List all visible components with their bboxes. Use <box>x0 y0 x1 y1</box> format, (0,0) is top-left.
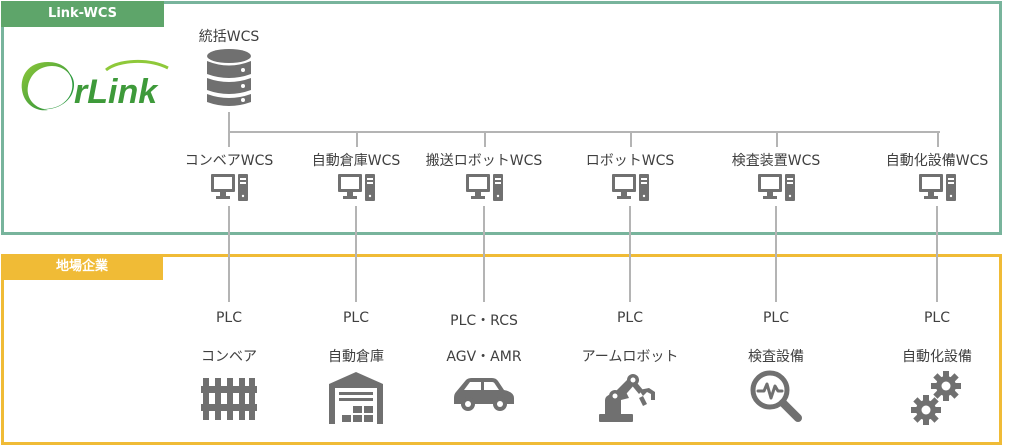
equipment-label: 検査設備 <box>748 349 804 365</box>
local-company-frame <box>1 254 1002 445</box>
central-wcs-label: 統括WCS <box>198 29 260 45</box>
warehouse-icon <box>329 372 383 428</box>
gears-icon <box>910 370 964 430</box>
equipment-label: コンベア <box>201 349 257 365</box>
equipment-label: AGV・AMR <box>446 349 522 365</box>
computer-icon <box>612 174 652 206</box>
car-icon <box>452 376 516 416</box>
local-company-tab-label: 地場企業 <box>1 254 163 280</box>
equipment-label: アームロボット <box>581 349 679 365</box>
computer-icon <box>919 174 959 206</box>
wcs-label: 自動倉庫WCS <box>311 153 401 169</box>
connection-line <box>936 206 938 302</box>
central-trunk-line <box>228 112 230 132</box>
branch-line <box>630 131 632 147</box>
protocol-label: PLC <box>762 310 790 326</box>
wcs-label: ロボットWCS <box>585 153 675 169</box>
wcs-label: 搬送ロボットWCS <box>425 153 543 169</box>
branch-line <box>776 131 778 147</box>
logo-text: rLink <box>74 73 159 111</box>
conveyor-icon <box>201 378 257 424</box>
branch-line <box>937 131 939 147</box>
computer-icon <box>338 174 378 206</box>
bus-line <box>228 131 940 133</box>
database-icon <box>206 48 252 114</box>
computer-icon <box>211 174 251 206</box>
protocol-label: PLC・RCS <box>450 313 518 329</box>
equipment-label: 自動倉庫 <box>328 349 384 365</box>
connection-line <box>483 206 485 302</box>
link-wcs-frame <box>1 1 1002 235</box>
computer-icon <box>758 174 798 206</box>
protocol-label: PLC <box>616 310 644 326</box>
inspection-magnifier-icon <box>748 368 804 428</box>
orlink-logo: rLink <box>18 56 173 116</box>
branch-line <box>228 131 230 147</box>
protocol-label: PLC <box>923 310 951 326</box>
equipment-label: 自動化設備 <box>902 349 972 365</box>
connection-line <box>355 206 357 302</box>
connection-line <box>629 206 631 302</box>
protocol-label: PLC <box>215 310 243 326</box>
connection-line <box>775 206 777 302</box>
wcs-label: 自動化設備WCS <box>885 153 989 169</box>
protocol-label: PLC <box>342 310 370 326</box>
connection-line <box>228 206 230 302</box>
branch-line <box>484 131 486 147</box>
wcs-label: コンベアWCS <box>184 153 274 169</box>
link-wcs-tab-label: Link-WCS <box>1 1 164 27</box>
branch-line <box>356 131 358 147</box>
robot-arm-icon <box>599 370 661 426</box>
orlink-logo-icon: rLink <box>21 59 169 111</box>
computer-icon <box>466 174 506 206</box>
wcs-label: 検査装置WCS <box>731 153 821 169</box>
